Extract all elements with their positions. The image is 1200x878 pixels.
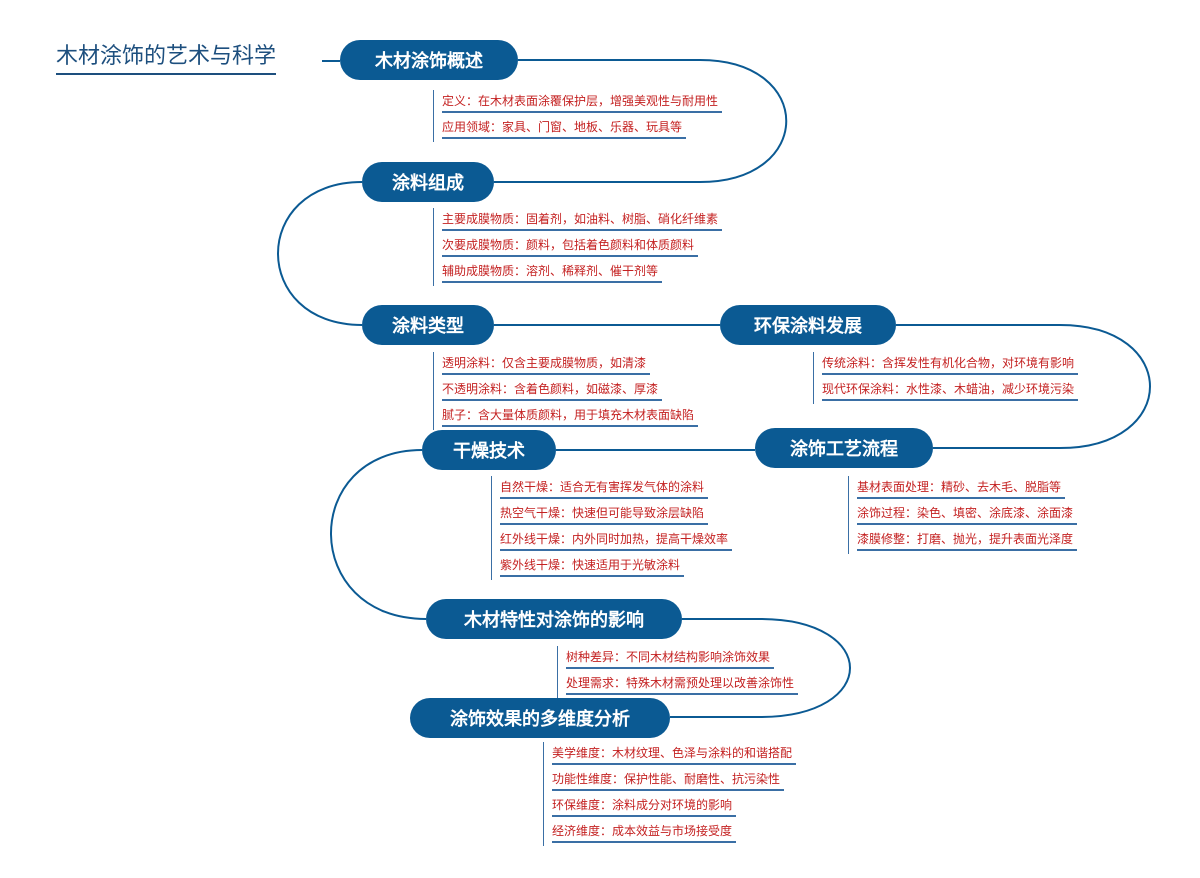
- subtopic-item[interactable]: 传统涂料：含挥发性有机化合物，对环境有影响: [822, 352, 1079, 375]
- subtopic-item[interactable]: 经济维度：成本效益与市场接受度: [552, 820, 737, 843]
- subtopic-item[interactable]: 自然干燥：适合无有害挥发气体的涂料: [500, 476, 709, 499]
- subtopic-group: 自然干燥：适合无有害挥发气体的涂料热空气干燥：快速但可能导致涂层缺陷红外线干燥：…: [491, 476, 733, 580]
- connector-path: [330, 449, 427, 620]
- subtopic-item[interactable]: 紫外线干燥：快速适用于光敏涂料: [500, 554, 685, 577]
- subtopic-group: 美学维度：木材纹理、色泽与涂料的和谐搭配功能性维度：保护性能、耐磨性、抗污染性环…: [543, 742, 797, 846]
- topic-node[interactable]: 干燥技术: [422, 430, 556, 470]
- subtopic-group: 定义：在木材表面涂覆保护层，增强美观性与耐用性应用领域：家具、门窗、地板、乐器、…: [433, 90, 723, 142]
- topic-node[interactable]: 木材特性对涂饰的影响: [426, 599, 682, 639]
- subtopic-item[interactable]: 定义：在木材表面涂覆保护层，增强美观性与耐用性: [442, 90, 723, 113]
- subtopic-group: 主要成膜物质：固着剂，如油料、树脂、硝化纤维素次要成膜物质：颜料，包括着色颜料和…: [433, 208, 723, 286]
- subtopic-item[interactable]: 涂饰过程：染色、填密、涂底漆、涂面漆: [857, 502, 1078, 525]
- subtopic-item[interactable]: 环保维度：涂料成分对环境的影响: [552, 794, 737, 817]
- subtopic-item[interactable]: 红外线干燥：内外同时加热，提高干燥效率: [500, 528, 733, 551]
- topic-node[interactable]: 涂料组成: [362, 162, 494, 202]
- topic-node[interactable]: 涂料类型: [362, 305, 494, 345]
- subtopic-item[interactable]: 处理需求：特殊木材需预处理以改善涂饰性: [566, 672, 799, 695]
- topic-node[interactable]: 涂饰工艺流程: [755, 428, 933, 468]
- subtopic-item[interactable]: 现代环保涂料：水性漆、木蜡油，减少环境污染: [822, 378, 1079, 401]
- subtopic-group: 透明涂料：仅含主要成膜物质，如清漆不透明涂料：含着色颜料，如磁漆、厚漆腻子：含大…: [433, 352, 699, 430]
- connector-path: [896, 324, 1151, 449]
- subtopic-item[interactable]: 功能性维度：保护性能、耐磨性、抗污染性: [552, 768, 785, 791]
- topic-node[interactable]: 环保涂料发展: [720, 305, 896, 345]
- connector-path: [494, 59, 788, 183]
- subtopic-item[interactable]: 主要成膜物质：固着剂，如油料、树脂、硝化纤维素: [442, 208, 723, 231]
- subtopic-item[interactable]: 应用领域：家具、门窗、地板、乐器、玩具等: [442, 116, 687, 139]
- root-title[interactable]: 木材涂饰的艺术与科学: [56, 44, 277, 75]
- subtopic-item[interactable]: 热空气干燥：快速但可能导致涂层缺陷: [500, 502, 709, 525]
- subtopic-item[interactable]: 漆膜修整：打磨、抛光，提升表面光泽度: [857, 528, 1078, 551]
- subtopic-item[interactable]: 美学维度：木材纹理、色泽与涂料的和谐搭配: [552, 742, 797, 765]
- subtopic-item[interactable]: 不透明涂料：含着色颜料，如磁漆、厚漆: [442, 378, 663, 401]
- topic-node[interactable]: 木材涂饰概述: [340, 40, 518, 80]
- topic-node[interactable]: 涂饰效果的多维度分析: [410, 698, 670, 738]
- subtopic-item[interactable]: 辅助成膜物质：溶剂、稀释剂、催干剂等: [442, 260, 663, 283]
- connector-path: [670, 618, 851, 718]
- subtopic-item[interactable]: 基材表面处理：精砂、去木毛、脱脂等: [857, 476, 1066, 499]
- subtopic-group: 传统涂料：含挥发性有机化合物，对环境有影响现代环保涂料：水性漆、木蜡油，减少环境…: [813, 352, 1079, 404]
- subtopic-group: 基材表面处理：精砂、去木毛、脱脂等涂饰过程：染色、填密、涂底漆、涂面漆漆膜修整：…: [848, 476, 1078, 554]
- connector-path: [277, 181, 363, 326]
- subtopic-item[interactable]: 腻子：含大量体质颜料，用于填充木材表面缺陷: [442, 404, 699, 427]
- subtopic-item[interactable]: 次要成膜物质：颜料，包括着色颜料和体质颜料: [442, 234, 699, 257]
- subtopic-item[interactable]: 树种差异：不同木材结构影响涂饰效果: [566, 646, 775, 669]
- subtopic-item[interactable]: 透明涂料：仅含主要成膜物质，如清漆: [442, 352, 651, 375]
- subtopic-group: 树种差异：不同木材结构影响涂饰效果处理需求：特殊木材需预处理以改善涂饰性: [557, 646, 799, 698]
